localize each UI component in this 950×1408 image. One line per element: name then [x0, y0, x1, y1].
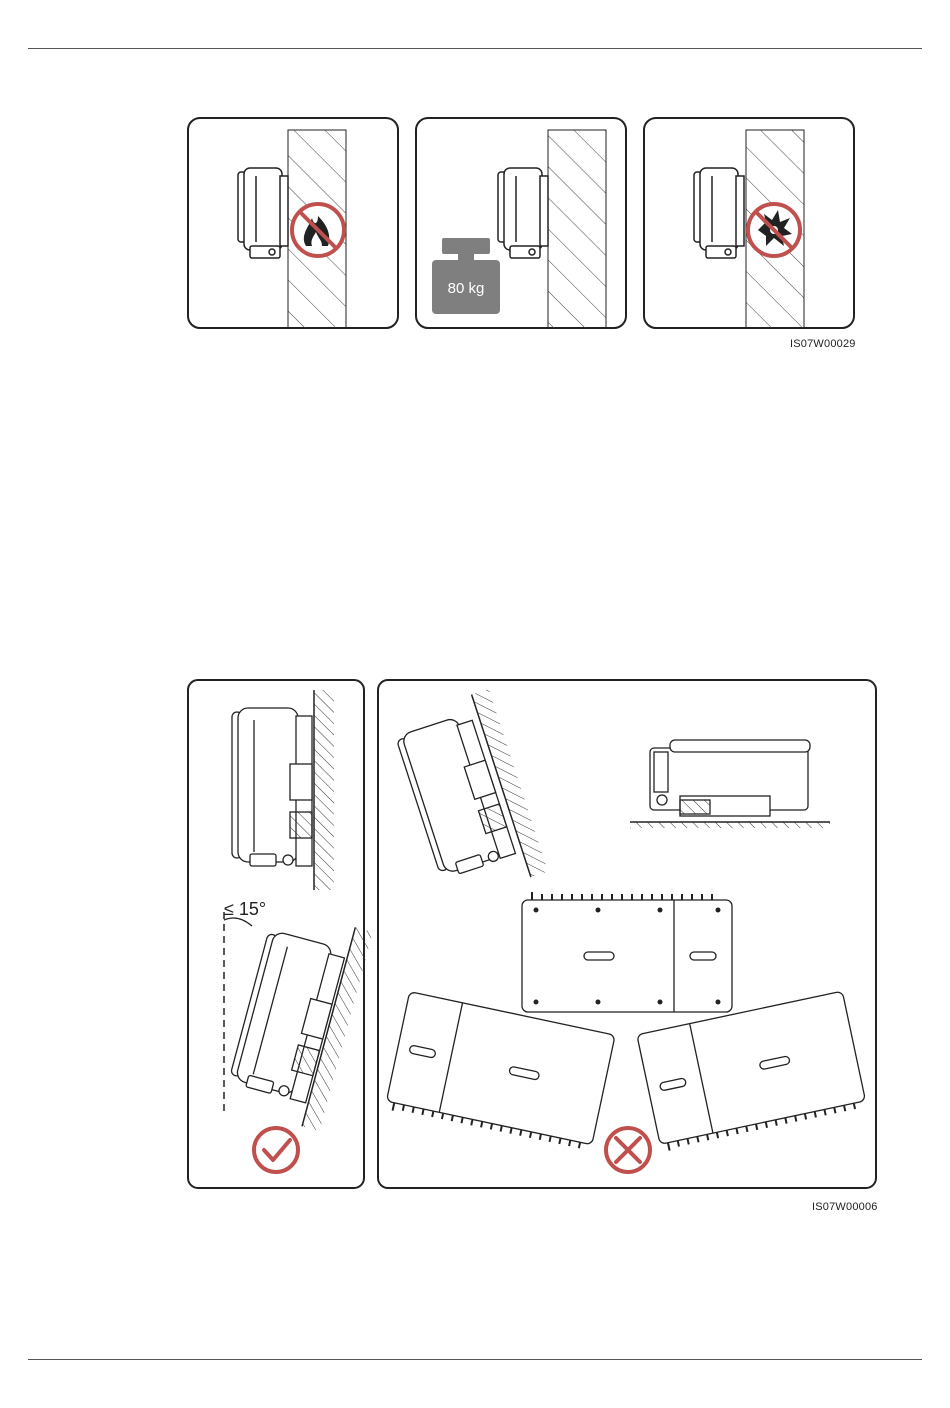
header-rule [28, 48, 922, 49]
prohibited-fire-icon [292, 204, 344, 256]
inverter-front-view [522, 892, 732, 1012]
weight-label: 80 kg [448, 280, 485, 297]
inverter-side-view [498, 168, 548, 258]
vertical-wall [314, 690, 334, 890]
panel-allowed-installation: ≤ 15° [188, 680, 373, 1188]
inverter-vertical [232, 708, 312, 866]
figure-installation-wall-requirements: 80 kg [180, 110, 870, 335]
cross-icon [606, 1128, 650, 1172]
figure2-code: IS07W00006 [812, 1201, 878, 1213]
figure1-code: IS07W00029 [790, 338, 856, 350]
check-icon [254, 1128, 298, 1172]
panel-no-flammable-wall [188, 118, 398, 335]
panel-wall-load-capacity: 80 kg [416, 118, 626, 335]
footer-rule [28, 1359, 922, 1360]
weight-icon: 80 kg [432, 238, 500, 314]
tilt-angle-label: ≤ 15° [224, 899, 266, 919]
panel-forbidden-installation [378, 680, 876, 1188]
panel-no-explosive-wall [644, 118, 854, 335]
inverter-side-view [238, 168, 288, 258]
prohibited-explosive-icon [748, 204, 800, 256]
figure-installation-angle: ≤ 15° [180, 672, 880, 1197]
inverter-side-view [694, 168, 744, 258]
